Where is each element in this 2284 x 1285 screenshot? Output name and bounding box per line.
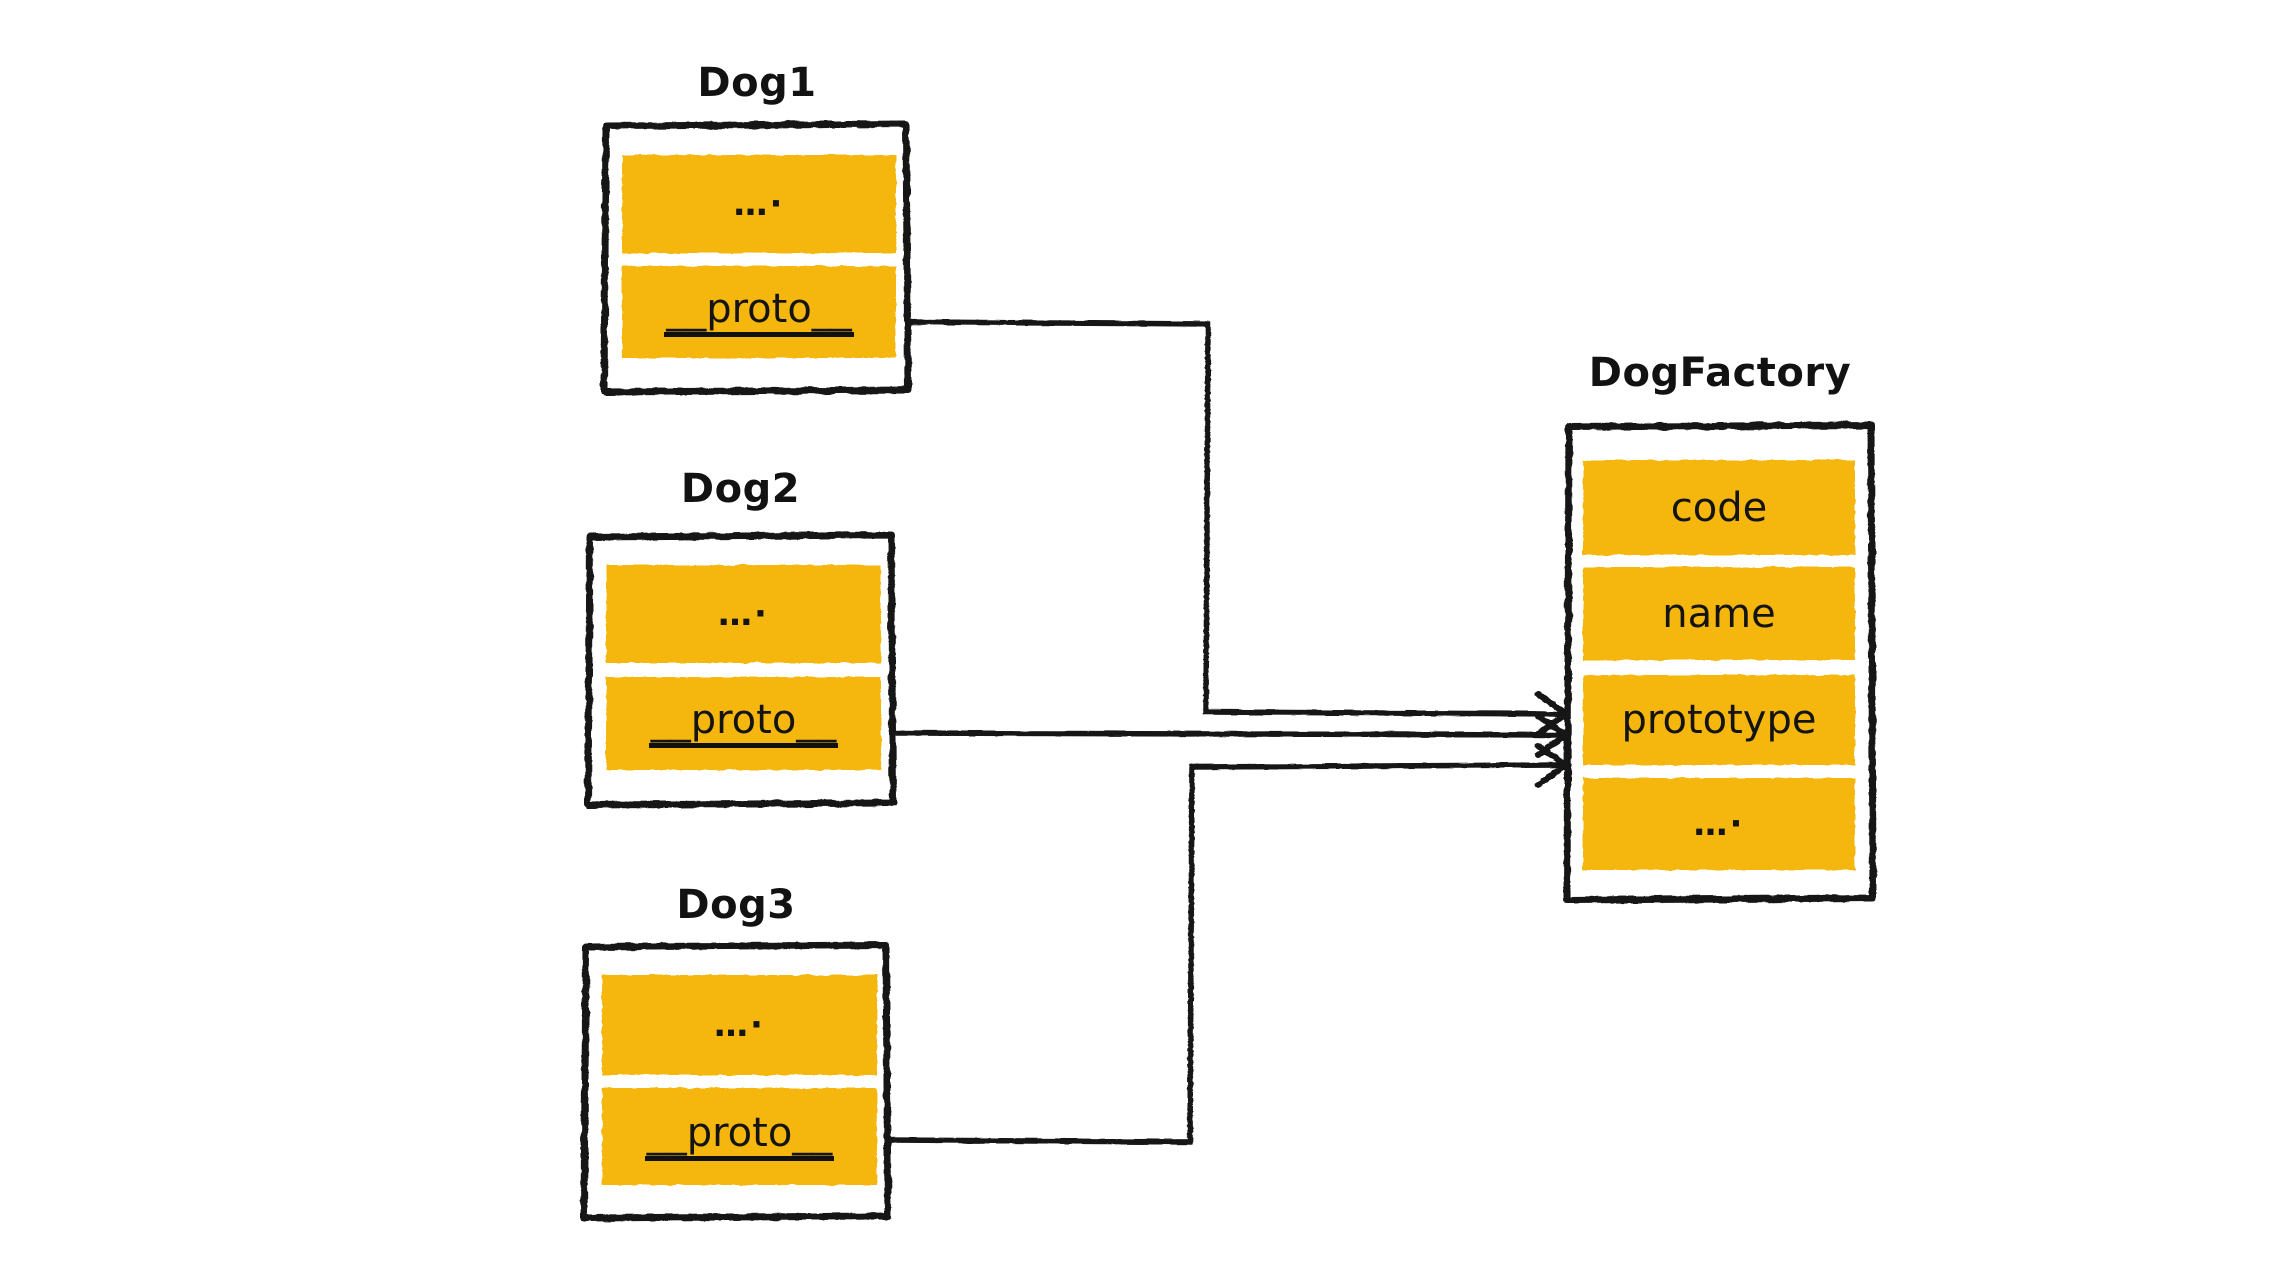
dog3-row-proto-bar[interactable] xyxy=(602,1088,877,1185)
dog2-row-proto-label: __proto__ xyxy=(606,677,881,770)
dogfactory-box[interactable] xyxy=(1563,421,1877,904)
dog1-row-proto-label: __proto__ xyxy=(622,266,896,358)
factory-row-name-bar[interactable] xyxy=(1583,567,1855,660)
dog1-row-props-label: …· xyxy=(733,184,785,224)
factory-row-more-bar[interactable] xyxy=(1583,778,1855,870)
dog3-title: Dog3 xyxy=(676,882,796,928)
factory-row-code-label: code xyxy=(1670,484,1768,531)
dog3-box[interactable] xyxy=(580,941,892,1222)
dog2-proto-text: __proto__ xyxy=(648,699,839,748)
dog1-row-props-bar[interactable] xyxy=(622,155,896,253)
factory-row-more-label: …· xyxy=(1693,804,1745,844)
dog1-proto-text: __proto__ xyxy=(664,288,854,337)
factory-row-code-bar[interactable] xyxy=(1583,460,1855,555)
factory-row-name-label: name xyxy=(1662,590,1776,637)
connector-dog3-to-prototype[interactable] xyxy=(885,743,1569,1145)
connector-dog2-to-prototype[interactable] xyxy=(890,713,1569,758)
dog1-row-proto-bar[interactable] xyxy=(622,266,896,358)
dog2-box[interactable] xyxy=(584,531,897,809)
dog1-title: Dog1 xyxy=(697,60,817,106)
factory-row-prototype-label: prototype xyxy=(1621,697,1817,743)
dog3-row-props-label: …· xyxy=(714,1005,765,1045)
factory-row-prototype-bar[interactable] xyxy=(1583,675,1855,765)
dog2-title: Dog2 xyxy=(680,466,801,512)
dog1-box[interactable] xyxy=(600,120,912,396)
connector-dog1-to-prototype[interactable] xyxy=(905,319,1569,737)
dog2-row-proto-bar[interactable] xyxy=(606,677,881,770)
dog3-row-props-bar[interactable] xyxy=(602,975,877,1075)
dog3-proto-text: __proto__ xyxy=(644,1112,835,1161)
dog2-row-props-bar[interactable] xyxy=(606,565,881,663)
dog2-row-props-label: …· xyxy=(718,594,769,634)
dogfactory-title: DogFactory xyxy=(1588,350,1852,396)
dog3-row-proto-label: __proto__ xyxy=(602,1088,877,1185)
